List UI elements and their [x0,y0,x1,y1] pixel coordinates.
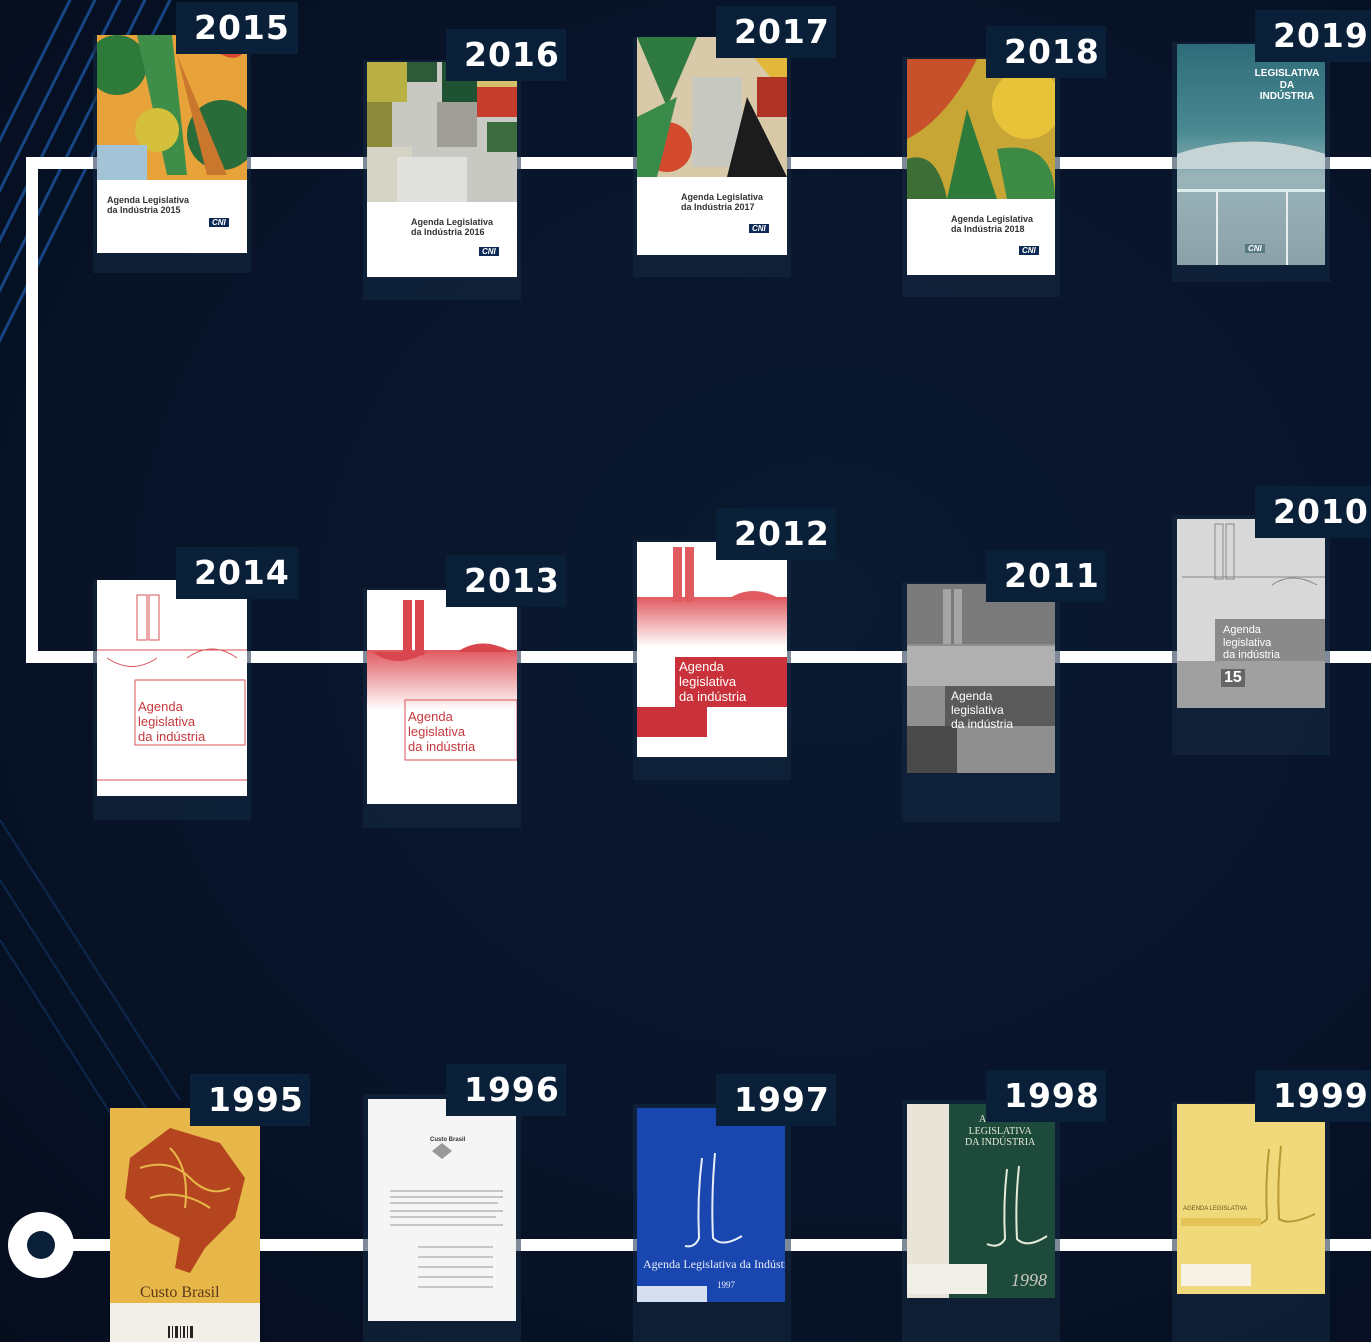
year-label-2016: 2016 [446,29,566,81]
book-cover-1997: Agenda Legislativa da Indústria 1997 [637,1108,785,1302]
cover-title-line2: da Indústria 2017 [681,202,755,213]
cni-logo: CNI [749,224,769,233]
congress-building-graphic [1177,141,1325,265]
cover-title-line3: da indústria [951,716,1014,731]
cover-title: AGENDA LEGISLATIVA [1183,1206,1248,1212]
cover-title-line1: Agenda [1223,624,1261,636]
book-cover-1996: Custo Brasil [368,1099,516,1321]
cni-logo: CNI [1019,246,1039,255]
green-calligraphy-graphic [907,1104,1048,1298]
cover-title-line3: da indústria [138,728,206,744]
red-outline-congress-graphic [97,594,247,781]
cover-title: Custo Brasil [140,1284,220,1301]
book-cover-2014: Agenda legislativa da indústria [97,580,247,796]
cover-title-line3: DA INDÚSTRIA [965,1137,1036,1148]
cover-title-line2: LEGISLATIVA [968,1125,1032,1137]
book-cover-2018: Agenda Legislativa da Indústria 2018 CNI [907,59,1055,275]
year-label-1999: 1999 [1255,1070,1371,1122]
timeline-connector-vertical [26,157,38,663]
cover-subtitle: 1997 [717,1280,735,1290]
handwritten-year: 1998 [1011,1270,1047,1290]
cover-title-line1: Agenda [951,689,993,703]
cover-title: Custo Brasil [430,1137,466,1143]
cover-title-line2: da Indústria 2016 [411,227,485,238]
yellow-calligraphy-graphic [1181,1145,1316,1286]
red-congress-graphic [367,600,517,761]
year-label-2017: 2017 [716,6,836,58]
brazil-map-graphic [110,1128,260,1342]
abstract-art-graphic [637,37,787,177]
grey-outline-congress-graphic [1177,523,1325,708]
cover-title-line2: da Indústria 2018 [951,224,1025,235]
book-cover-2010: Agenda legislativa da indústria 15 [1177,519,1325,708]
book-cover-2011: Agenda legislativa da indústria [907,584,1055,773]
year-label-2019: 2019 [1255,10,1371,62]
book-cover-2016: Agenda Legislativa da Indústria 2016 CNI [367,62,517,277]
year-label-2010: 2010 [1255,486,1371,538]
geometric-tiles-graphic [367,62,517,202]
year-label-2012: 2012 [716,508,836,560]
year-label-2018: 2018 [986,26,1106,78]
book-cover-1995: Custo Brasil [110,1108,260,1342]
book-cover-2013: Agenda legislativa da indústria [367,590,517,804]
year-label-1996: 1996 [446,1064,566,1116]
red-congress-graphic [637,547,787,737]
grey-congress-graphic [907,584,1055,773]
book-cover-1998: AGENDA LEGISLATIVA DA INDÚSTRIA 1998 [907,1104,1055,1298]
year-label-2011: 2011 [986,550,1106,602]
year-label-2015: 2015 [176,2,298,54]
book-cover-2012: Agenda legislativa da indústria [637,542,787,757]
year-label-2014: 2014 [176,547,298,599]
year-label-1997: 1997 [716,1074,836,1126]
cover-title-line3: da indústria [1223,649,1280,662]
cover-title-line2: legislativa [951,702,1004,717]
cover-title-line1: Agenda [679,659,724,674]
book-cover-2019: LEGISLATIVA DA INDÚSTRIA CNI [1177,44,1325,265]
book-cover-2015: Agenda Legislativa da Indústria 2015 CNI [97,35,247,253]
document-page-graphic [390,1143,503,1288]
year-label-1998: 1998 [986,1070,1106,1122]
book-cover-1999: AGENDA LEGISLATIVA [1177,1104,1325,1294]
anniversary-badge: 15 [1221,669,1245,688]
timeline-start-marker [8,1212,74,1278]
tropical-art-graphic [907,59,1055,199]
cni-logo: CNI [1245,244,1265,253]
book-cover-2017: Agenda Legislativa da Indústria 2017 CNI [637,37,787,255]
cni-logo: CNI [209,218,229,227]
cover-title-line1: Agenda [408,709,453,724]
cover-title-line2: legislativa [679,673,737,689]
modernist-art-graphic [97,35,247,180]
cover-title-line1: Agenda [138,699,183,714]
cover-title-line1: Agenda Legislativa [681,192,764,202]
cover-title-line2: legislativa [1223,636,1272,649]
cover-title-line3: da indústria [679,688,747,704]
year-label-2013: 2013 [446,555,566,607]
cni-logo: CNI [479,247,499,256]
cover-title-line2: legislativa [138,713,196,729]
cover-title-line1: LEGISLATIVA DA [1254,68,1320,91]
calligraphy-logo-graphic [637,1152,743,1302]
cover-title-line3: da indústria [408,738,476,754]
cover-title: Agenda Legislativa da Indústria [643,1257,785,1271]
cover-title-line1: Agenda Legislativa [411,217,494,227]
cover-title-line1: Agenda Legislativa [951,214,1034,224]
cover-title-line2: da Indústria 2015 [107,205,181,216]
cover-title-line2: INDÚSTRIA [1259,91,1315,102]
year-label-1995: 1995 [190,1074,310,1126]
cover-title-line1: Agenda Legislativa [107,195,190,205]
cover-title-line2: legislativa [408,723,466,739]
